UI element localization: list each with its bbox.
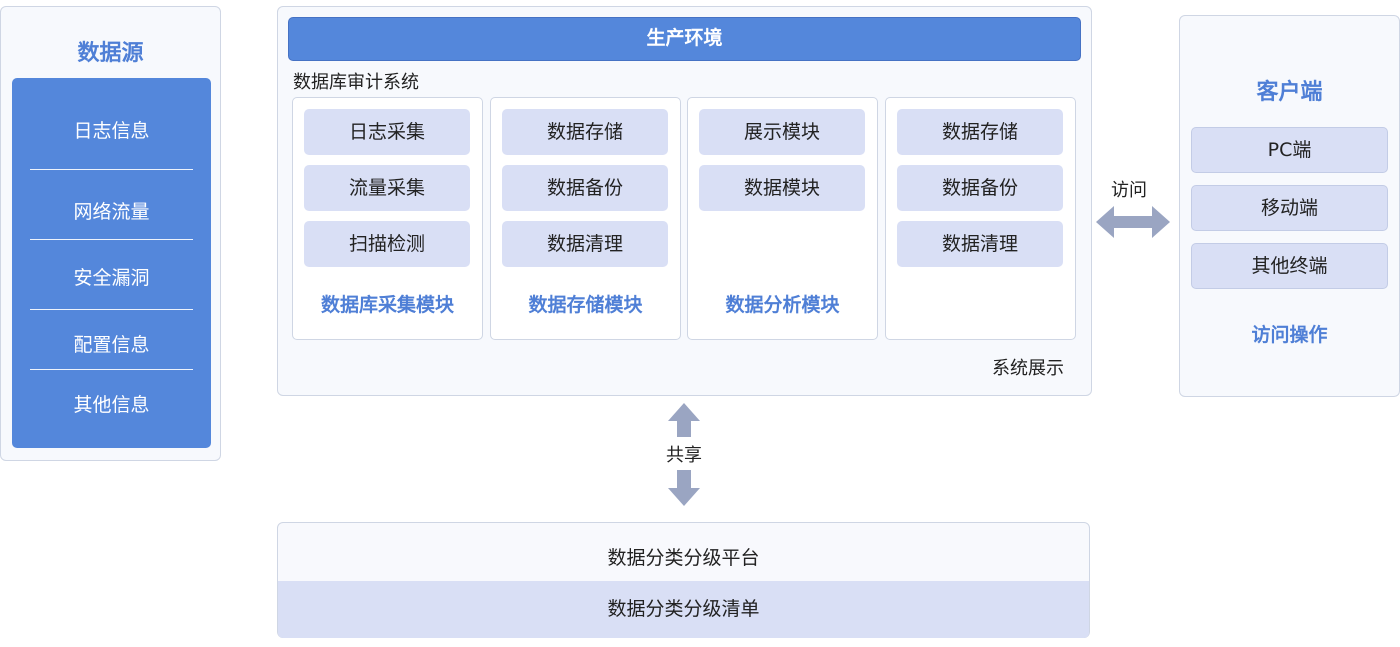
source-item-traffic: 网络流量 (73, 201, 150, 223)
module-chip: 数据存储 (897, 109, 1063, 155)
client-item-pc: PC端 (1191, 127, 1388, 173)
client-title: 客户端 (1256, 80, 1323, 105)
source-item-log: 日志信息 (73, 120, 150, 142)
source-item-other: 其他信息 (73, 394, 150, 416)
module-chip: 数据清理 (897, 221, 1063, 267)
divider (30, 369, 193, 370)
module-analysis: 展示模块 数据模块 数据分析模块 (687, 97, 878, 340)
data-source-title: 数据源 (77, 41, 144, 66)
module-storage: 数据存储 数据备份 数据清理 数据存储模块 (490, 97, 681, 340)
client-panel: 客户端 PC端 移动端 其他终端 访问操作 (1179, 15, 1400, 397)
arrow-up-icon (668, 403, 700, 437)
client-item-mobile: 移动端 (1191, 185, 1388, 231)
data-source-panel: 数据源 日志信息 网络流量 安全漏洞 配置信息 其他信息 (0, 6, 221, 461)
divider (30, 169, 193, 170)
source-item-vulnerability: 安全漏洞 (73, 267, 150, 289)
module-chip: 数据存储 (502, 109, 668, 155)
module-title: 数据存储模块 (528, 294, 643, 316)
module-chip: 数据备份 (502, 165, 668, 211)
module-collection: 日志采集 流量采集 扫描检测 数据库采集模块 (292, 97, 483, 340)
module-title: 数据库采集模块 (320, 294, 454, 316)
audit-system-label: 数据库审计系统 (293, 72, 419, 93)
access-label: 访问 (1111, 180, 1147, 201)
module-display: 数据存储 数据备份 数据清理 (885, 97, 1076, 340)
module-chip: 流量采集 (304, 165, 470, 211)
double-arrow-horizontal-icon (1096, 206, 1170, 238)
arrow-down-icon (668, 470, 700, 506)
module-chip: 数据清理 (502, 221, 668, 267)
classification-list: 数据分类分级清单 (278, 581, 1089, 638)
client-item-other: 其他终端 (1191, 243, 1388, 289)
divider (30, 309, 193, 310)
module-chip: 扫描检测 (304, 221, 470, 267)
module-chip: 数据模块 (699, 165, 865, 211)
production-header: 生产环境 (288, 17, 1081, 61)
module-chip: 展示模块 (699, 109, 865, 155)
divider (30, 239, 193, 240)
source-item-config: 配置信息 (73, 334, 150, 356)
data-source-list: 日志信息 网络流量 安全漏洞 配置信息 其他信息 (12, 78, 211, 448)
system-display-label: 系统展示 (992, 358, 1064, 379)
module-title: 数据分析模块 (725, 294, 840, 316)
module-chip: 日志采集 (304, 109, 470, 155)
module-chip: 数据备份 (897, 165, 1063, 211)
share-label: 共享 (666, 445, 702, 466)
platform-title: 数据分类分级平台 (607, 547, 760, 569)
client-operation-label: 访问操作 (1251, 324, 1328, 346)
production-panel: 生产环境 数据库审计系统 日志采集 流量采集 扫描检测 数据库采集模块 数据存储… (277, 6, 1092, 396)
classification-platform-panel: 数据分类分级平台 数据分类分级清单 (277, 522, 1090, 638)
